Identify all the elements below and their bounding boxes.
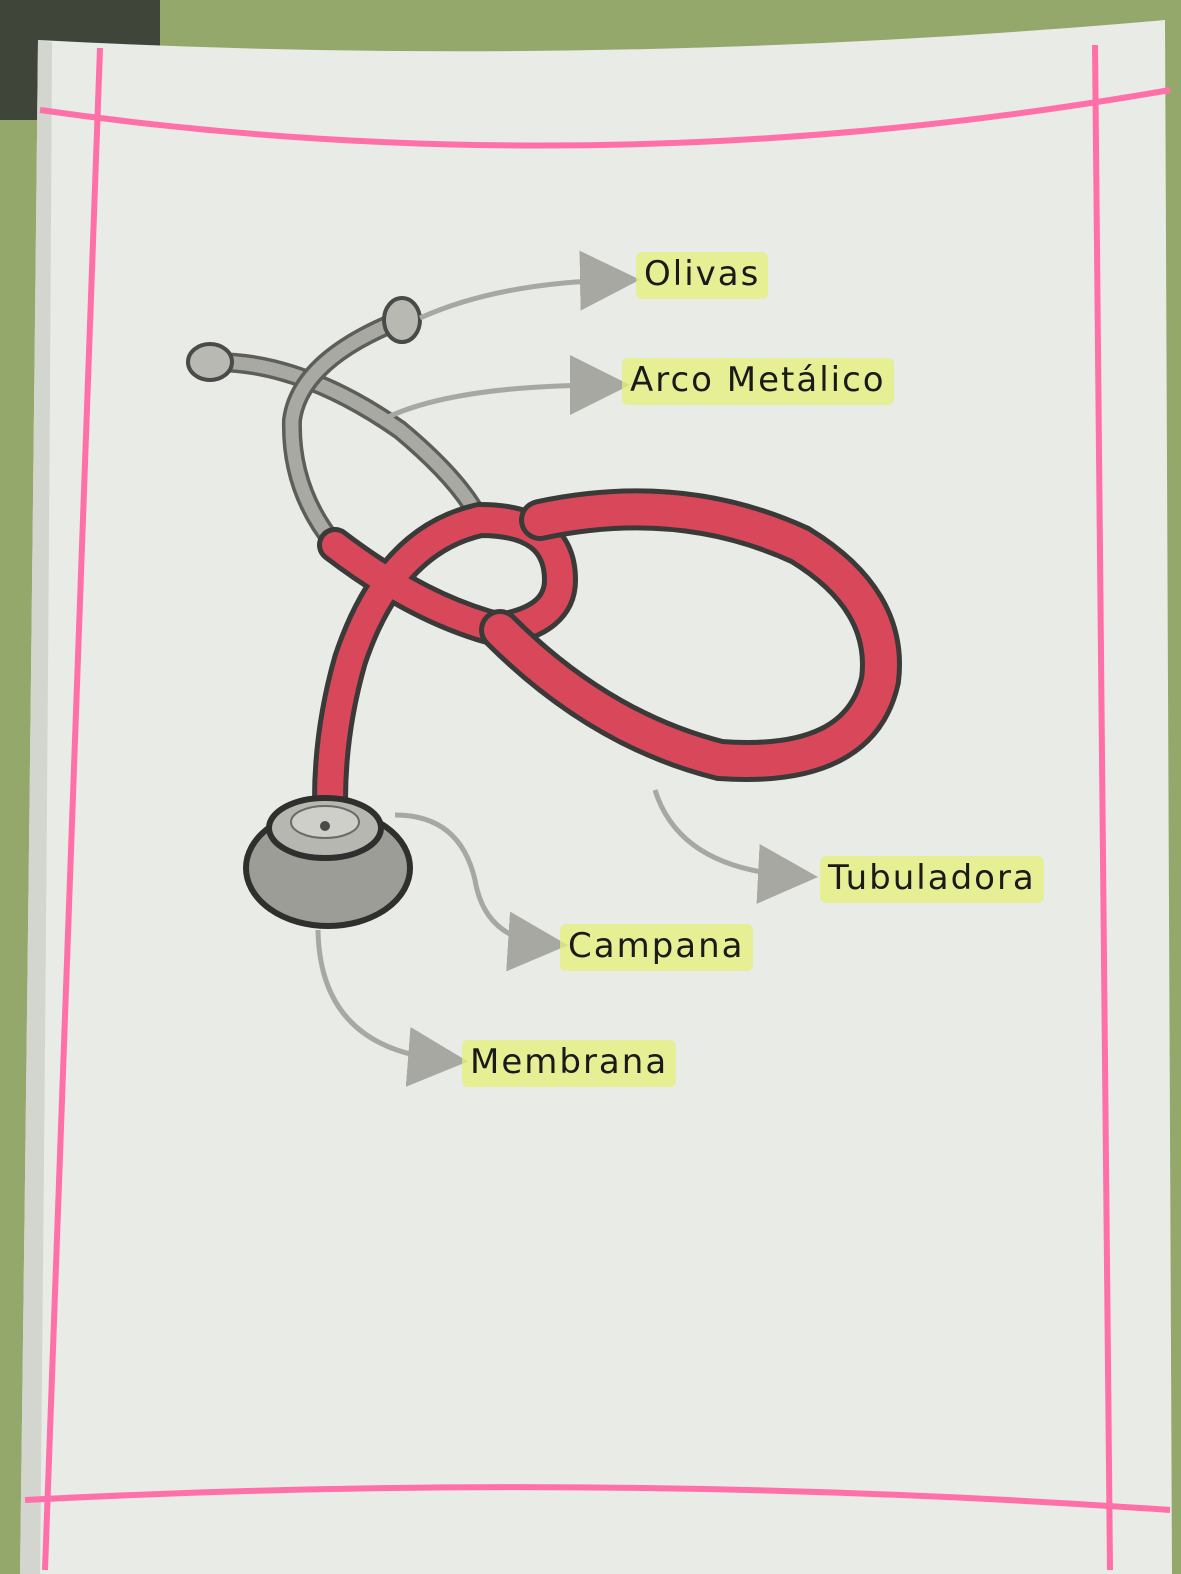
label-olivas: Olivas (636, 252, 768, 299)
label-arco-metalico: Arco Metálico (622, 358, 894, 405)
paper-sheet (20, 20, 1172, 1574)
label-campana: Campana (560, 924, 753, 971)
label-membrana: Membrana (462, 1040, 676, 1087)
label-tubuladora: Tubuladora (820, 856, 1044, 903)
